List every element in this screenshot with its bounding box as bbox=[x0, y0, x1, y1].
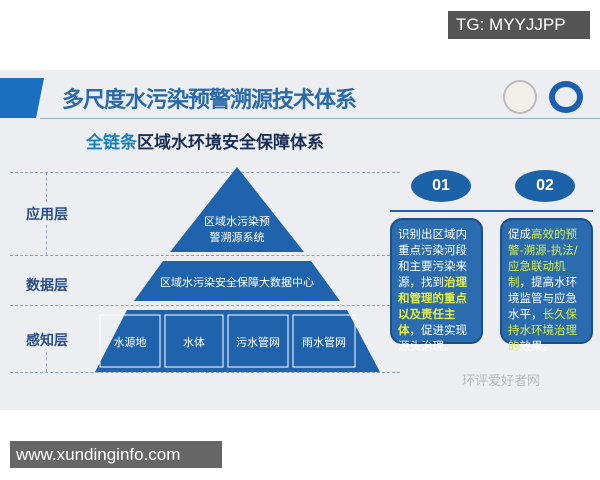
middle-text: 区域水污染安全保障大数据中心 bbox=[160, 275, 314, 289]
subtitle-highlight: 全链条 bbox=[86, 133, 137, 153]
box-text: 雨水管网 bbox=[302, 335, 346, 349]
card-01: 识别出区域内重点污染河段和主要污染来源，找到治理和管理的重点以及责任主体，促进实… bbox=[390, 218, 483, 353]
pyramid-middle bbox=[134, 261, 340, 301]
divider bbox=[40, 118, 600, 119]
card-text: ，促进实现源头治理。 bbox=[398, 323, 467, 353]
box-water bbox=[164, 314, 224, 368]
company-logo-icon bbox=[549, 81, 583, 113]
box-text: 水源地 bbox=[114, 335, 147, 349]
box-source bbox=[99, 314, 161, 368]
tg-tag: TG: MYYJJPP bbox=[448, 11, 590, 39]
divider bbox=[46, 352, 47, 372]
layer-label-data: 数据层 bbox=[26, 278, 68, 294]
university-logo-icon bbox=[503, 80, 537, 114]
subtitle-rest: 区域水环境安全保障体系 bbox=[137, 133, 324, 153]
card-text: 效果。 bbox=[519, 339, 555, 353]
box-sewer bbox=[227, 314, 289, 368]
pyramid-top bbox=[170, 167, 304, 252]
site-url-overlay: www.xundinginfo.com bbox=[10, 441, 222, 468]
box-rain bbox=[292, 314, 356, 368]
divider bbox=[46, 172, 47, 202]
layer-label-application: 应用层 bbox=[26, 207, 68, 223]
timeline-line bbox=[390, 210, 593, 212]
card-02: 促成高效的预警-溯源-执法/应急联动机制，提高水环境监管与应急水平，长久保持水环… bbox=[500, 218, 593, 353]
card-highlight: 长久保持水环境治理的 bbox=[508, 307, 577, 353]
subtitle: 全链条区域水环境安全保障体系 bbox=[86, 128, 324, 153]
top-text-1: 区域水污染预 bbox=[204, 214, 270, 228]
pyramid: 区域水污染预 警溯源系统 区域水污染安全保障大数据中心 水源地 水体 污水管网 … bbox=[95, 167, 380, 372]
card-text: ，提高水环境监管与应急水平， bbox=[508, 275, 577, 321]
pyramid-bottom bbox=[95, 310, 380, 372]
slide: 多尺度水污染预警溯源技术体系 全链条区域水环境安全保障体系 应用层 数据层 感知… bbox=[0, 70, 600, 410]
divider bbox=[10, 305, 400, 306]
layer-label-sensing: 感知层 bbox=[26, 333, 68, 349]
title-accent bbox=[0, 78, 44, 118]
card-number-02: 02 bbox=[515, 170, 575, 202]
card-text: 促成 bbox=[508, 227, 531, 241]
slide-title: 多尺度水污染预警溯源技术体系 bbox=[62, 88, 357, 113]
card-number-01: 01 bbox=[411, 170, 471, 202]
card-highlight: 高效的预警-溯源-执法/应急联动机制 bbox=[508, 227, 578, 289]
card-text: 识别出区域内重点污染河段和主要污染来源，找到 bbox=[398, 227, 467, 289]
divider bbox=[10, 172, 400, 173]
card-highlight: 治理和管理的重点以及责任主体 bbox=[398, 275, 467, 337]
watermark: 环评爱好者网 bbox=[462, 374, 541, 389]
divider bbox=[10, 255, 400, 256]
top-text-2: 警溯源系统 bbox=[210, 230, 265, 244]
divider bbox=[46, 225, 47, 255]
box-text: 污水管网 bbox=[236, 335, 280, 349]
divider bbox=[10, 372, 400, 373]
box-text: 水体 bbox=[183, 335, 205, 349]
